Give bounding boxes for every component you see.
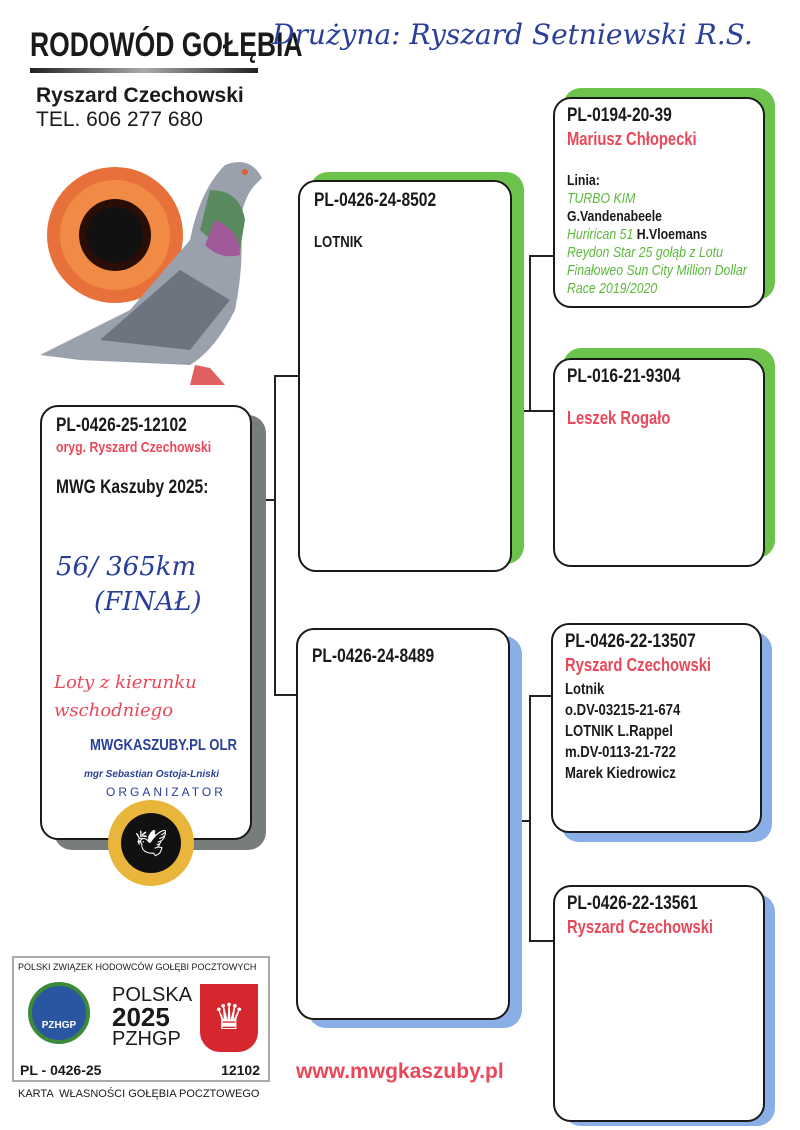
connector	[274, 375, 298, 377]
lineage-line: Marek Kiedrowicz	[565, 765, 676, 782]
lineage-line: o.DV-03215-21-674	[565, 702, 681, 719]
breeder: Ryszard Czechowski	[567, 917, 714, 937]
dam-dam-card: PL-0426-22-13561 Ryszard Czechowski	[553, 885, 765, 1122]
card-org: POLSKI ZWIĄZEK HODOWCÓW GOŁĘBI POCZTOWYC…	[18, 962, 257, 972]
card-ring-number: 12102	[221, 1062, 260, 1078]
flights-note: Loty z kierunku wschodniego	[54, 672, 197, 721]
pigeon-crown-icon: 🕊	[121, 813, 181, 873]
owner-name: Ryszard Czechowski	[36, 84, 244, 107]
competition: MWG Kaszuby 2025:	[56, 477, 209, 498]
card-assoc: PZHGP	[112, 1028, 181, 1050]
card-country: POLSKA	[112, 984, 193, 1006]
ring-number: PL-0194-20-39	[567, 105, 672, 126]
title-underline	[30, 68, 258, 73]
ring-number: PL-0426-25-12102	[56, 415, 187, 436]
handwritten-team-note: Drużyna: Ryszard Setniewski R.S.	[272, 18, 753, 51]
sire-card: PL-0426-24-8502 LOTNIK	[298, 180, 512, 572]
club-seal: 🕊	[108, 800, 194, 886]
sire-sire-card: PL-0194-20-39 Mariusz Chłopecki Linia: T…	[553, 97, 765, 308]
card-year: 2025	[112, 1002, 170, 1032]
stamp-role: ORGANIZATOR	[106, 785, 226, 799]
lineage-line: Reydon Star 25 gołąb z Lotu	[567, 244, 723, 261]
page-title: RODOWÓD GOŁĘBIA	[30, 26, 303, 64]
sire-dam-card: PL-016-21-9304 Leszek Rogało	[553, 358, 765, 567]
connector	[529, 255, 553, 257]
lineage-line: Lotnik	[565, 681, 605, 698]
ring-number: PL-0426-22-13561	[567, 893, 698, 914]
handwritten-result: 56/ 365km	[56, 552, 197, 582]
stamp-signatory: mgr Sebastian Ostoja-Lniski	[84, 769, 220, 780]
connector	[529, 255, 531, 412]
owner-phone: TEL. 606 277 680	[36, 108, 203, 131]
ownership-card: POLSKI ZWIĄZEK HODOWCÓW GOŁĘBI POCZTOWYC…	[12, 956, 270, 1082]
breeder: Leszek Rogało	[567, 408, 671, 428]
connector	[274, 375, 276, 695]
line-label: Linia:	[567, 172, 600, 189]
card-ring-prefix: PL - 0426-25	[20, 1062, 102, 1078]
lineage-line: LOTNIK L.Rappel	[565, 723, 673, 740]
breeder: Mariusz Chłopecki	[567, 129, 697, 149]
eagle-emblem-icon: ♛	[200, 984, 258, 1052]
connector	[529, 695, 551, 697]
lineage-line: m.DV-0113-21-722	[565, 744, 676, 761]
stamp-org: MWGKASZUBY.PL OLR	[90, 737, 237, 754]
ring-number: PL-0426-24-8502	[314, 190, 437, 211]
website-link[interactable]: www.mwgkaszuby.pl	[296, 1060, 504, 1083]
connector	[529, 695, 531, 942]
card-caption: KARTA WŁASNOŚCI GOŁĘBIA POCZTOWEGO	[18, 1088, 260, 1100]
ring-number: PL-0426-22-13507	[565, 631, 696, 652]
pigeon-illustration	[40, 161, 262, 385]
ring-number: PL-016-21-9304	[567, 366, 681, 387]
lineage-line: Hurirican 51	[567, 226, 634, 243]
subject-pigeon-card: PL-0426-25-12102 oryg. Ryszard Czechowsk…	[40, 405, 252, 840]
connector	[529, 940, 553, 942]
connector	[529, 410, 553, 412]
lineage-line: G.Vandenabeele	[567, 208, 663, 225]
ring-number: PL-0426-24-8489	[312, 646, 435, 667]
lineage-info: Lotnik o.DV-03215-21-674 LOTNIK L.Rappel…	[565, 679, 680, 784]
pzhgp-logo: PZHGP	[28, 982, 90, 1044]
origin: oryg. Ryszard Czechowski	[56, 439, 212, 456]
lineage-line: Finałoweo Sun City Million Dollar	[567, 262, 747, 279]
handwritten-final: (FINAŁ)	[94, 587, 202, 617]
connector	[274, 694, 296, 696]
dam-card: PL-0426-24-8489	[296, 628, 510, 1020]
lineage-line: Race 2019/2020	[567, 280, 658, 297]
lineage-line: TURBO KIM	[567, 190, 636, 207]
lineage-line: H.Vloemans	[636, 226, 708, 243]
breeder: Ryszard Czechowski	[565, 655, 712, 675]
pigeon-name: LOTNIK	[314, 234, 363, 251]
dam-sire-card: PL-0426-22-13507 Ryszard Czechowski Lotn…	[551, 623, 762, 833]
